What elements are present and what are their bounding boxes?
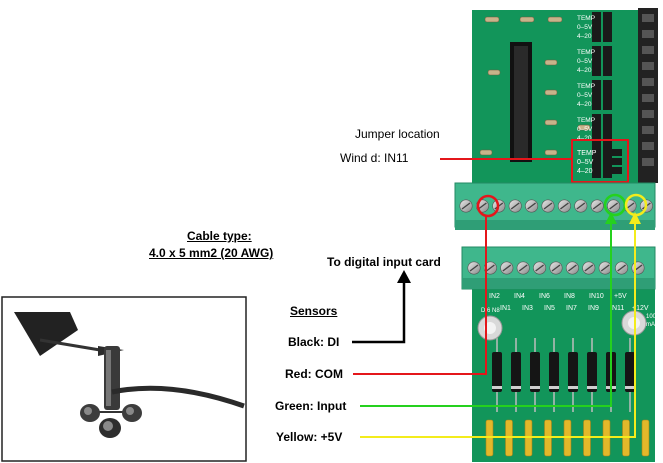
jumper-row-label: 4–20 <box>577 101 592 108</box>
yellow-terminal-circle <box>624 193 648 217</box>
to-digital-input-label: To digital input card <box>327 255 441 269</box>
input-label: IN6 <box>539 293 550 300</box>
diode <box>549 352 559 392</box>
black-wire-label: Black: DI <box>288 335 340 349</box>
jumper-row-label: TEMP <box>577 117 595 124</box>
diode <box>511 352 521 392</box>
red-wire-label: Red: COM <box>285 367 343 381</box>
wires <box>352 158 648 438</box>
jumper-row-label: TEMP <box>577 49 595 56</box>
board-text-100: 100 <box>646 314 657 320</box>
jumper-row-label: 4–20 <box>577 67 592 74</box>
input-label: +12V <box>632 305 649 312</box>
input-label: IN8 <box>564 293 575 300</box>
diode <box>568 352 578 392</box>
diode <box>530 352 540 392</box>
input-label: IN5 <box>544 305 555 312</box>
input-label: IN7 <box>566 305 577 312</box>
jumper-row-label: 0–5V <box>577 24 593 31</box>
yellow-wire-label: Yellow: +5V <box>276 430 343 444</box>
input-labels: IN2 IN4 IN6 IN8 IN10 +5V IN1 IN3 IN5 IN7 IN9 IN11 +1… <box>489 293 649 312</box>
green-wire-label: Green: Input <box>275 399 347 413</box>
wind-d-label: Wind d: IN11 <box>340 151 409 165</box>
yellow-wire <box>360 219 636 438</box>
jumper-location-label: Jumper location <box>355 127 440 141</box>
input-label: IN10 <box>589 293 604 300</box>
jumper-pin <box>604 167 622 174</box>
jumper-row-label: 4–20 <box>577 135 592 142</box>
terminal-block-top <box>454 182 656 230</box>
input-label: IN11 <box>610 305 624 312</box>
jumper-row-label: 0–5V <box>577 58 593 65</box>
yellow-wire-arrow <box>629 212 641 224</box>
jumper-pin <box>604 149 622 156</box>
jumper-row-label: TEMP <box>577 15 595 22</box>
red-terminal-circle <box>476 194 500 218</box>
red-wire <box>353 215 487 375</box>
black-wire-arrow <box>397 270 411 283</box>
input-label: IN3 <box>522 305 533 312</box>
jumper-row-label: 4–20 <box>577 33 592 40</box>
jumper-highlight-box <box>571 139 629 183</box>
circuit-board: TEMP0–5V4–20TEMP0–5V4–20TEMP0–5V4–20TEMP… <box>472 8 658 462</box>
input-label: IN1 <box>500 305 511 312</box>
cable-type-value: 4.0 x 5 mm2 (20 AWG) <box>149 246 274 260</box>
diode <box>625 352 635 392</box>
input-label: IN2 <box>489 293 500 300</box>
input-label: IN4 <box>514 293 525 300</box>
jumper-pin <box>604 158 622 165</box>
board-text-ma: mA <box>646 322 655 328</box>
diode <box>587 352 597 392</box>
input-label: +5V <box>614 293 627 300</box>
diode <box>492 352 502 392</box>
jumper-block-label: 0–5V <box>577 159 594 166</box>
jumper-row-label: TEMP <box>577 83 595 90</box>
jumper-row-label: 0–5V <box>577 92 593 99</box>
jumper-block-labels: TEMP 0–5V 4–20 <box>577 149 622 175</box>
board-text-di: DI6 N8 <box>481 308 500 314</box>
board-resistors <box>479 16 591 156</box>
jumper-block-label: TEMP <box>577 150 597 157</box>
jumper-label-rows: TEMP0–5V4–20TEMP0–5V4–20TEMP0–5V4–20TEMP… <box>577 15 595 142</box>
vane-tail <box>14 312 78 356</box>
black-wire <box>352 278 406 344</box>
jumper-row-label: 0–5V <box>577 126 593 133</box>
cable-type-title: Cable type: <box>187 229 252 243</box>
jumper-block-label: 4–20 <box>577 168 593 175</box>
green-wire-arrow <box>605 212 617 224</box>
mounting-boom <box>111 385 245 409</box>
input-label: IN9 <box>588 305 599 312</box>
terminal-block-bottom <box>461 246 656 290</box>
gold-pad <box>641 419 650 457</box>
sensors-title: Sensors <box>290 304 338 318</box>
sensor-photo <box>1 296 247 462</box>
green-wire <box>360 219 612 407</box>
